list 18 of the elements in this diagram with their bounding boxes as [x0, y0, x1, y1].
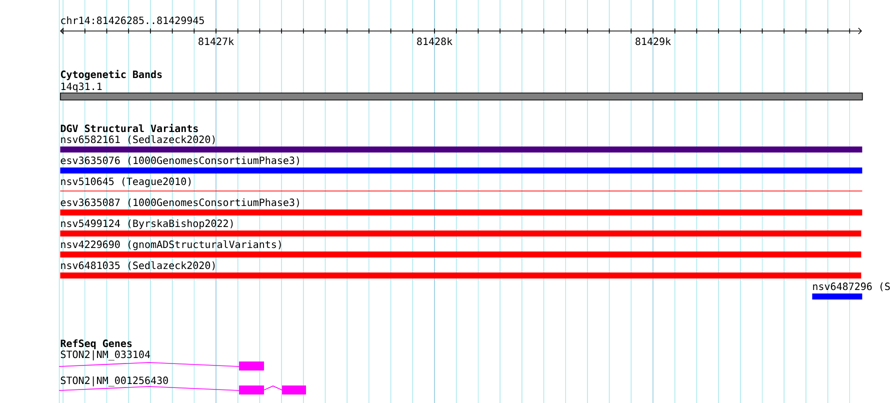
feature-label: esv3635076 (1000GenomesConsortiumPhase3)	[60, 156, 299, 166]
track-title: DGV Structural Variants	[60, 124, 198, 132]
feature-label: STON2|NM_033104	[60, 350, 150, 360]
track-title: RefSeq Genes	[60, 339, 132, 350]
feature-label: nsv4229690 (gnomADStructuralVariants)	[61, 240, 281, 250]
tick-label: 81429k	[636, 37, 671, 46]
feature-label: nsv6487296 (S	[813, 282, 890, 292]
feature-label: esv3635087 (1000GenomesConsortiumPhase3)	[60, 198, 299, 208]
tick-label: 81428k	[417, 37, 452, 46]
feature-label: 14q31.1	[61, 82, 102, 92]
feature-label: nsv510645 (Teague2010)	[61, 177, 191, 188]
position-label: chr14:81426285..81429945	[61, 16, 204, 24]
track-title: Cytogenetic Bands	[60, 70, 162, 80]
tick-label: 81427k	[198, 37, 234, 46]
feature-label: STON2|NM_001256430	[60, 376, 168, 386]
feature-label: nsv5499124 (ByrskaBishop2022)	[61, 219, 233, 230]
feature-label: nsv6582161 (Sedlazeck2020)	[61, 135, 215, 144]
feature-label: nsv6481035 (Sedlazeck2020)	[61, 261, 215, 270]
